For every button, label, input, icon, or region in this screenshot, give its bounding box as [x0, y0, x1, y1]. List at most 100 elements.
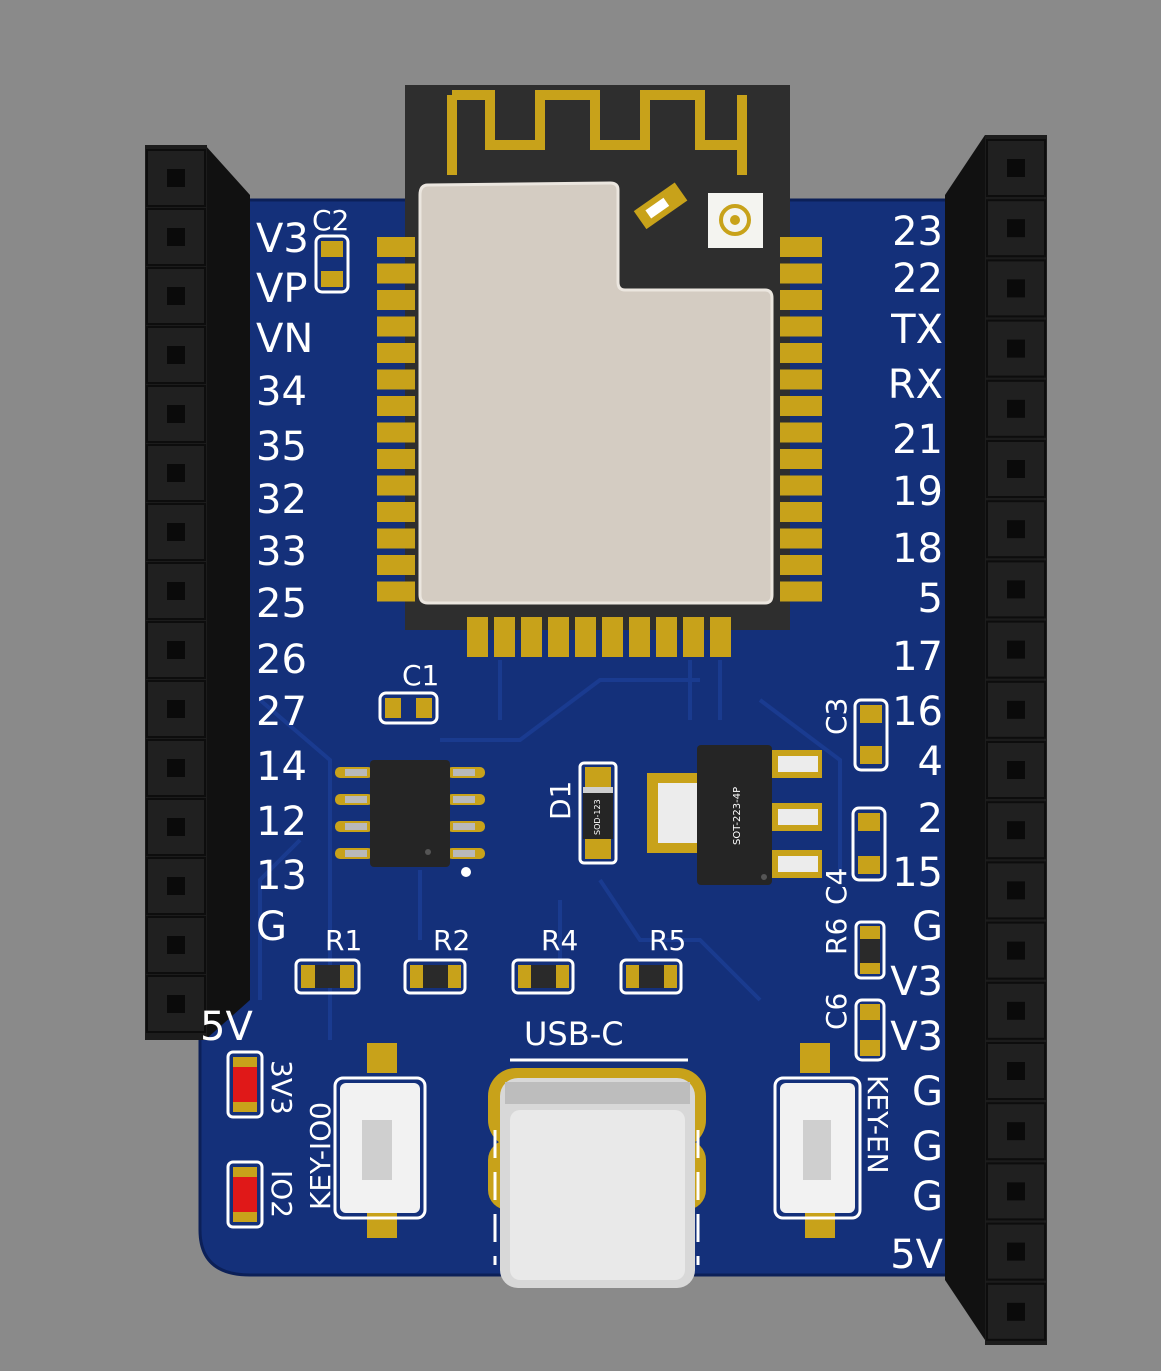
left-pin-header [145, 145, 250, 1040]
module-shield [418, 181, 774, 605]
c2-label: C2 [312, 204, 349, 237]
r6-label: R6 [820, 918, 853, 955]
right-header-pin-hole [1007, 821, 1025, 840]
right-pin-label: 19 [892, 469, 943, 515]
left-pin-label: G [256, 904, 287, 950]
capacitor-c4: C4 [820, 806, 887, 905]
left-header-pin-hole [167, 169, 185, 187]
key-en-label: KEY-EN [861, 1075, 894, 1174]
c6-label: C6 [820, 993, 853, 1030]
right-pin-label: 5V [890, 1232, 943, 1278]
right-header-pin-hole [1007, 580, 1025, 599]
capacitor-c1: C1 [378, 659, 439, 725]
d1-label: D1 [544, 781, 577, 820]
right-header-pin-hole [1007, 520, 1025, 539]
left-header-pin-hole [167, 582, 185, 600]
button-key-en[interactable]: KEY-EN [773, 1043, 894, 1238]
led-3v3: 3V3 [226, 1050, 298, 1119]
usb-label: USB-C [524, 1015, 624, 1053]
module-pad-right [780, 422, 822, 443]
left-header-pin-hole [167, 936, 185, 954]
antenna-trace [447, 90, 747, 175]
left-pin-label: VN [256, 316, 313, 362]
right-pin-label: G [912, 1069, 943, 1115]
module-pad-right [780, 581, 822, 602]
r2-label: R2 [433, 924, 470, 957]
left-header-pin-hole [167, 346, 185, 364]
right-pin-label: 22 [892, 256, 943, 302]
right-pin-label: V3 [890, 1014, 943, 1060]
module-pad-bottom [548, 617, 569, 657]
right-header-pin-hole [1007, 399, 1025, 418]
right-header-pin-hole [1007, 881, 1025, 900]
capacitor-c2: C2 [312, 204, 350, 294]
led-3v3-label: 3V3 [265, 1060, 298, 1115]
right-header-pin-hole [1007, 1001, 1025, 1020]
module-pad-right [780, 449, 822, 469]
right-header-pin-cell [986, 199, 1046, 258]
resistor-r4: R4 [511, 924, 578, 995]
module-pad-bottom [683, 617, 704, 657]
module-pad-bottom [467, 617, 488, 657]
left-header-pin-hole [167, 995, 185, 1013]
led-io2: IO2 [226, 1160, 298, 1229]
antenna-feed [633, 182, 688, 230]
right-header-pin-hole [1007, 1302, 1025, 1321]
right-pin-label: 2 [918, 796, 943, 842]
right-pin-label: 17 [892, 634, 943, 680]
module-pad-left [377, 422, 415, 443]
module-pad-right [780, 396, 822, 416]
right-header-pin-hole [1007, 1062, 1025, 1080]
module-pad-left [377, 555, 415, 575]
left-header-pin-hole [167, 759, 185, 777]
regulator-sot223: SOT-223-4P [647, 745, 822, 885]
regulator-marking: SOT-223-4P [732, 787, 743, 845]
module-pad-left [377, 449, 415, 469]
left-pin-label: VP [256, 266, 307, 312]
right-header-pin-hole [1007, 640, 1025, 659]
module-pad-left [377, 343, 415, 363]
left-pin-label: 5V [200, 1004, 253, 1050]
right-pin-label: V3 [890, 959, 943, 1005]
r4-label: R4 [541, 924, 578, 957]
right-header-pin-cell [986, 379, 1046, 438]
led-io2-label: IO2 [265, 1170, 298, 1218]
right-pin-label: G [912, 904, 943, 950]
right-pin-label: 5 [918, 576, 943, 622]
module-pad-left [377, 263, 415, 284]
right-header-pin-hole [1007, 1122, 1025, 1141]
module-pad-bottom [656, 617, 677, 657]
left-header-pin-hole [167, 464, 185, 482]
capacitor-c6: C6 [820, 993, 886, 1062]
c1-label: C1 [402, 659, 439, 692]
module-pad-right [780, 475, 822, 496]
c3-label: C3 [820, 698, 853, 735]
right-header-pin-cell [986, 801, 1046, 860]
r5-label: R5 [649, 924, 686, 957]
left-header-pin-hole [167, 818, 185, 836]
right-header-pin-hole [1007, 339, 1025, 358]
module-pad-bottom [575, 617, 596, 657]
left-pin-label: 14 [256, 744, 307, 790]
resistor-r5: R5 [619, 924, 686, 995]
module-pad-right [780, 263, 822, 284]
module-pad-left [377, 396, 415, 416]
right-pin-header [945, 135, 1047, 1345]
right-pin-label: RX [888, 362, 943, 408]
button-key-io0[interactable]: KEY-IO0 [304, 1043, 427, 1238]
right-pin-label: 21 [892, 417, 943, 463]
left-header-pin-hole [167, 523, 185, 541]
left-header-pin-hole [167, 641, 185, 659]
d1-marking: SOD-123 [593, 799, 602, 835]
left-header-pin-hole [167, 228, 185, 246]
left-pin-label: 26 [256, 637, 307, 683]
right-header-pin-hole [1007, 700, 1025, 719]
left-pin-label: V3 [256, 216, 309, 262]
right-pin-label: 15 [892, 850, 943, 896]
right-pin-label: G [912, 1124, 943, 1170]
capacitor-c3: C3 [820, 698, 889, 772]
module-pad-bottom [710, 617, 731, 657]
ic-soic8 [335, 760, 485, 877]
left-header-pin-hole [167, 405, 185, 423]
